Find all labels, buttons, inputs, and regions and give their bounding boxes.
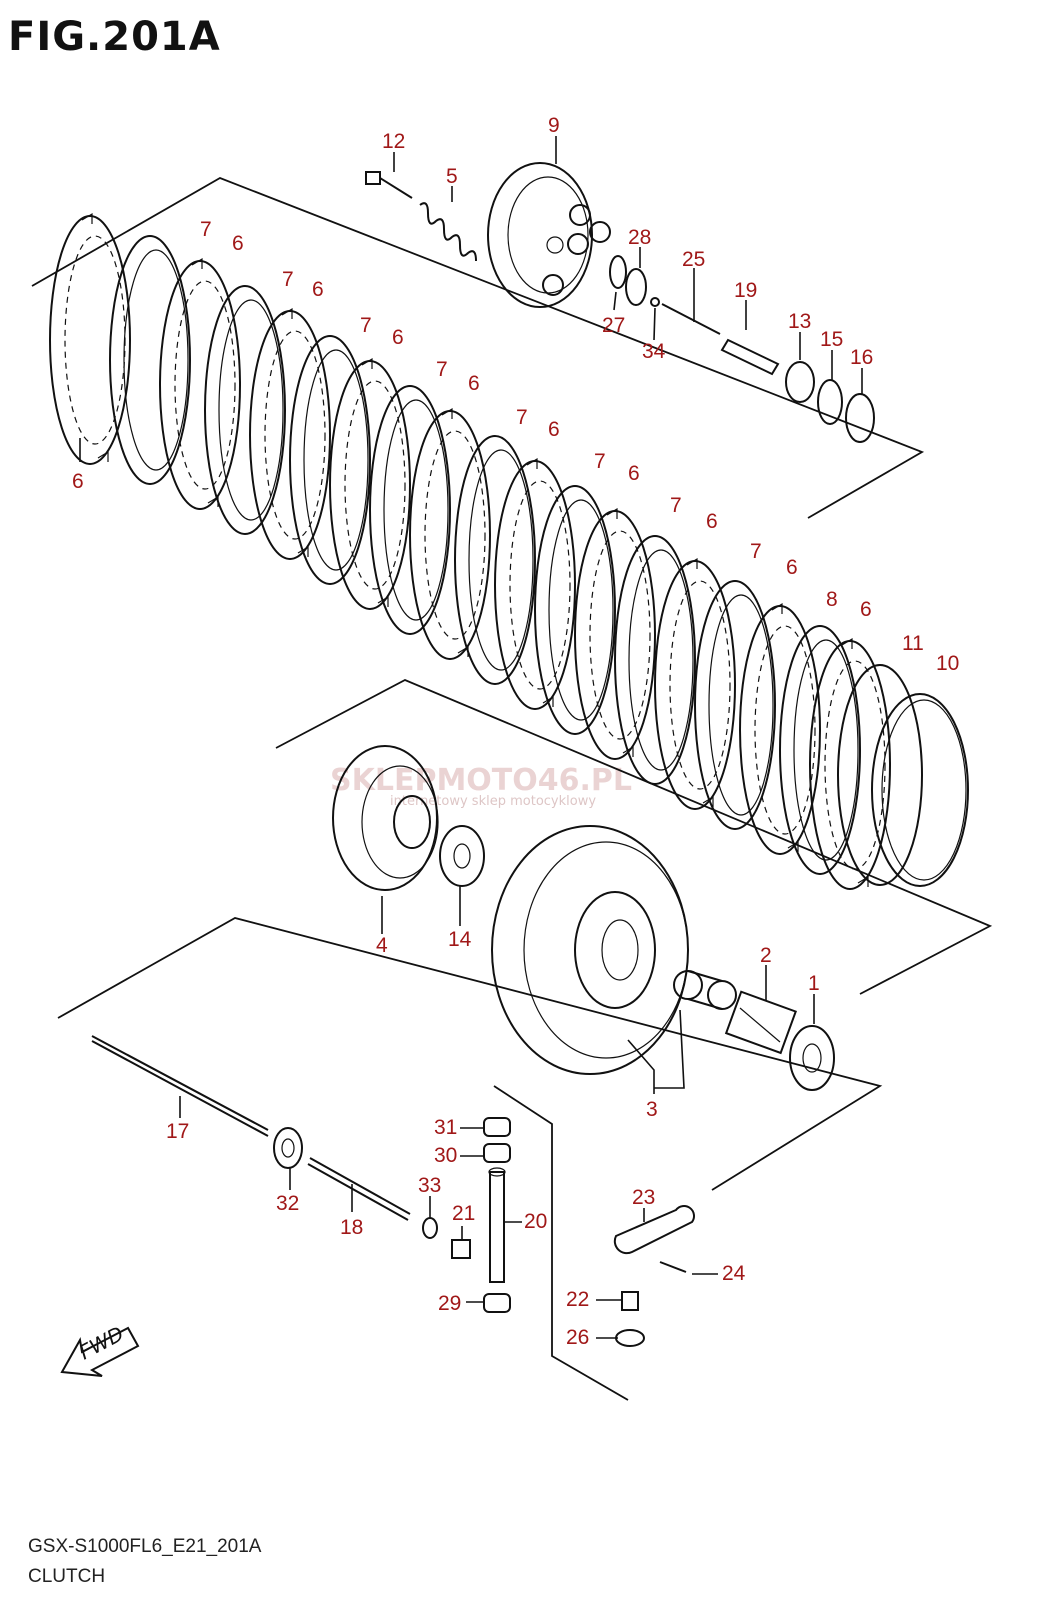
callout: 4 (376, 934, 388, 957)
push-piece (720, 338, 780, 376)
callout: 7 (360, 314, 372, 337)
thrust-washer (609, 255, 627, 289)
callout: 5 (446, 165, 458, 188)
callout: 6 (232, 232, 244, 255)
clutch-spring-bolt (365, 171, 413, 199)
callout: 6 (468, 372, 480, 395)
callout: 29 (438, 1292, 461, 1315)
friction-plate (49, 213, 131, 465)
callout: 6 (628, 462, 640, 485)
figure-code: GSX-S1000FL6_E21_201A (28, 1536, 262, 1557)
bearing-upper (483, 1143, 511, 1163)
needle-bearing (724, 990, 797, 1055)
callout: 18 (340, 1216, 363, 1239)
callout: 7 (200, 218, 212, 241)
driven-plate (109, 235, 191, 485)
callout: 34 (642, 340, 666, 363)
figure-name: CLUTCH (28, 1566, 106, 1587)
callout: 10 (936, 652, 959, 675)
callout: 3 (646, 1098, 658, 1121)
watermark: SKLEPMOTO46.PL (330, 763, 632, 798)
oil-seal (273, 1127, 303, 1169)
callout: 7 (436, 358, 448, 381)
spring (621, 1291, 639, 1311)
figure-title: FIG.201A (8, 14, 221, 60)
clutch-push-rod (91, 1035, 269, 1137)
callout: 6 (312, 278, 324, 301)
pack-frame-lower (57, 917, 883, 1191)
callout: 9 (548, 114, 560, 137)
callout: 28 (628, 226, 651, 249)
callout: 31 (434, 1116, 457, 1139)
release-arm (613, 1205, 695, 1255)
callout: 30 (434, 1144, 457, 1167)
gear-washer (789, 1025, 835, 1091)
callout: 1 (808, 972, 820, 995)
callout: 21 (452, 1202, 475, 1225)
bearing-lower (483, 1293, 511, 1313)
release-camshaft (488, 1167, 506, 1283)
callout: 13 (788, 310, 811, 333)
shaft-bracket (493, 1085, 629, 1401)
callout: 6 (706, 510, 718, 533)
release-bearing (625, 268, 647, 306)
callout: 7 (516, 406, 528, 429)
lock-washer (817, 379, 843, 425)
push-rod-piece (661, 303, 721, 335)
clutch-sleeve-hub (332, 745, 439, 891)
nut (650, 297, 660, 307)
wire-ring (871, 693, 969, 887)
callout: 25 (682, 248, 705, 271)
callout: 7 (750, 540, 762, 563)
callout: 16 (850, 346, 873, 369)
callout: 23 (632, 1186, 655, 1209)
release-pin (451, 1239, 471, 1259)
clutch-sleeve-hub-nut (785, 361, 815, 403)
callout-numbers: 12 5 9 28 25 19 27 34 13 15 16 7 6 7 6 7… (72, 114, 959, 1349)
primary-driven-gear-assembly (491, 825, 689, 1075)
callout: 6 (548, 418, 560, 441)
forward-arrow-icon: FWD (60, 1321, 140, 1377)
pack-frame-upper (31, 177, 925, 519)
callout: 24 (722, 1262, 746, 1285)
washer (845, 393, 875, 443)
callout: 7 (282, 268, 294, 291)
watermark-subtitle: internetowy sklep motocyklowy (390, 794, 596, 809)
callout: 14 (448, 928, 472, 951)
callout: 32 (276, 1192, 299, 1215)
hub-thrust-washer (439, 825, 485, 887)
callout: 19 (734, 279, 757, 302)
callout: 22 (566, 1288, 589, 1311)
clutch-plate-stack (49, 213, 969, 890)
oil-seal-upper (483, 1117, 511, 1137)
clutch-spring (419, 202, 477, 262)
callout: 12 (382, 130, 405, 153)
circlip (422, 1217, 438, 1239)
callout: 7 (670, 494, 682, 517)
callout: 15 (820, 328, 843, 351)
arm-bolt (659, 1261, 687, 1273)
callout: 6 (860, 598, 872, 621)
callout: 17 (166, 1120, 189, 1143)
callout: 6 (72, 470, 84, 493)
fwd-label: FWD (75, 1321, 127, 1364)
callout: 7 (594, 450, 606, 473)
callout: 26 (566, 1326, 589, 1349)
leader-lines (79, 136, 863, 1339)
spring-washer (837, 664, 923, 886)
callout: 6 (392, 326, 404, 349)
pack-frame-middle (275, 679, 993, 995)
pressure-plate (487, 162, 611, 308)
callout: 6 (786, 556, 798, 579)
callout: 11 (902, 632, 924, 655)
spacer (673, 970, 737, 1010)
callout: 33 (418, 1174, 441, 1197)
callout: 20 (524, 1210, 547, 1233)
callout: 27 (602, 314, 625, 337)
washer-lower (615, 1329, 645, 1347)
push-rod-2 (307, 1157, 411, 1221)
callout: 8 (826, 588, 838, 611)
callout: 2 (760, 944, 772, 967)
